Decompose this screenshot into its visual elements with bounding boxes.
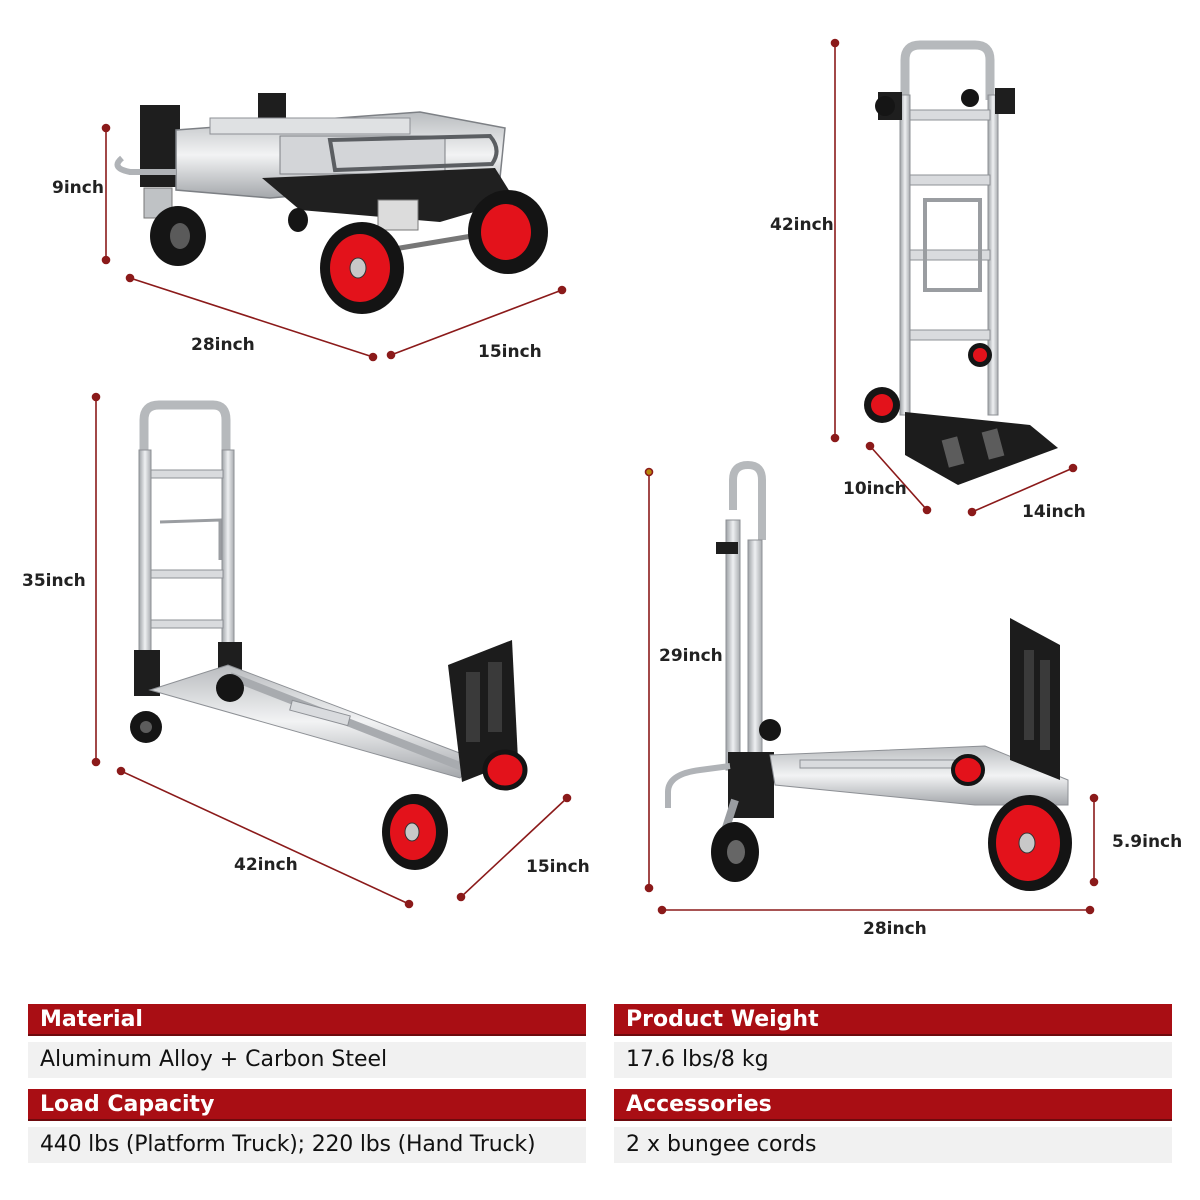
dim-folded-length: 28inch xyxy=(191,335,255,355)
dim-upright-depth: 10inch xyxy=(843,479,907,499)
product-illustration xyxy=(91,38,1099,915)
dim-platform-wheel-height: 5.9inch xyxy=(1112,832,1183,852)
accessories-value: 2 x bungee cords xyxy=(614,1127,1172,1163)
material-header: Material xyxy=(28,1004,586,1036)
dim-folded-width: 15inch xyxy=(478,342,542,362)
accessories-header: Accessories xyxy=(614,1089,1172,1121)
folded-cart-image xyxy=(114,93,548,314)
platform-truck-image xyxy=(665,460,1072,891)
product-weight-header: Product Weight xyxy=(614,1004,1172,1036)
dimension-lines xyxy=(91,38,1099,915)
dim-upright-width: 14inch xyxy=(1022,502,1086,522)
dim-platform-length: 28inch xyxy=(863,919,927,939)
load-capacity-value: 440 lbs (Platform Truck); 220 lbs (Hand … xyxy=(28,1127,586,1163)
upright-hand-truck-image xyxy=(864,40,1058,485)
material-value: Aluminum Alloy + Carbon Steel xyxy=(28,1042,586,1078)
convertible-cart-image xyxy=(130,400,528,870)
dim-platform-height: 29inch xyxy=(659,646,723,666)
product-weight-value: 17.6 lbs/8 kg xyxy=(614,1042,1172,1078)
dim-flat-height: 35inch xyxy=(22,571,86,591)
dim-upright-height: 42inch xyxy=(770,215,834,235)
dim-flat-length: 42inch xyxy=(234,855,298,875)
load-capacity-header: Load Capacity xyxy=(28,1089,586,1121)
dim-flat-width: 15inch xyxy=(526,857,590,877)
dim-folded-height: 9inch xyxy=(52,178,104,198)
